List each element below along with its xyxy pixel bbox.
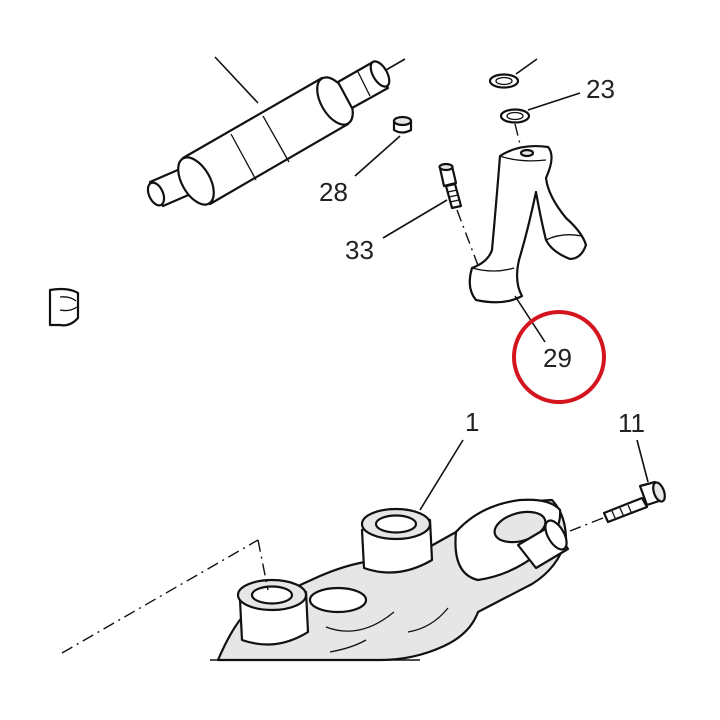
part-28-cap: 28 <box>319 115 413 207</box>
callout-1-label: 1 <box>465 407 479 437</box>
washer-upper <box>488 58 538 89</box>
callout-29-label: 29 <box>543 343 572 373</box>
callout-23-label: 23 <box>586 74 615 104</box>
partial-cylinder-left <box>48 287 80 327</box>
shaft-assembly <box>146 56 406 208</box>
callout-28-label: 28 <box>319 177 348 207</box>
part-23-washer: 23 <box>499 74 615 124</box>
part-33-bolt: 33 <box>345 162 480 269</box>
part-29-bracket: 29 <box>468 144 606 404</box>
callout-11-label: 11 <box>618 408 645 438</box>
callout-33-label: 33 <box>345 235 374 265</box>
highlight-circle-29 <box>512 310 606 404</box>
part-1-triple-clamp: 1 <box>61 407 570 662</box>
part-11-bolt: 11 <box>569 408 666 532</box>
